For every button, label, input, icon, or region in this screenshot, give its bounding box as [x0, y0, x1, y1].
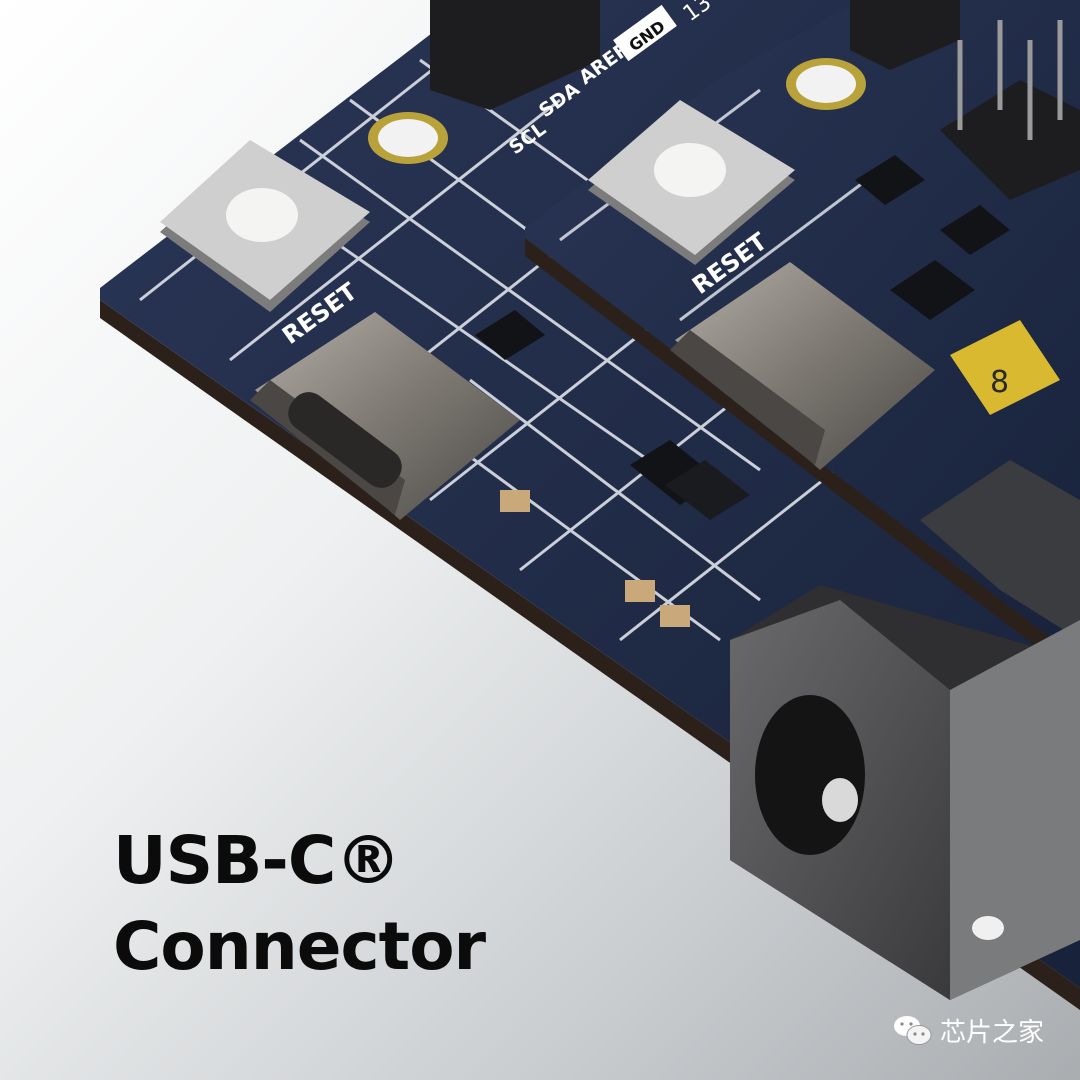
caption-line-2: Connector	[113, 908, 486, 985]
usb-c-connector	[250, 312, 520, 520]
crystal	[950, 320, 1060, 415]
reset-button	[160, 140, 370, 312]
wechat-icon	[894, 1015, 932, 1045]
pin-header	[430, 0, 600, 110]
rear-board: 8 RESET	[525, 0, 1080, 680]
wifi-module	[920, 460, 1080, 640]
chip-label: 8	[990, 365, 1009, 400]
chip	[475, 310, 545, 360]
usb-c-connector-2	[670, 262, 935, 470]
dc-barrel-jack	[730, 585, 1080, 1000]
watermark: 芯片之家	[892, 1012, 1044, 1049]
watermark-text: 芯片之家	[940, 1018, 1045, 1048]
caption-line-1: USB-C®	[113, 822, 401, 899]
reset-button-2	[588, 100, 795, 265]
